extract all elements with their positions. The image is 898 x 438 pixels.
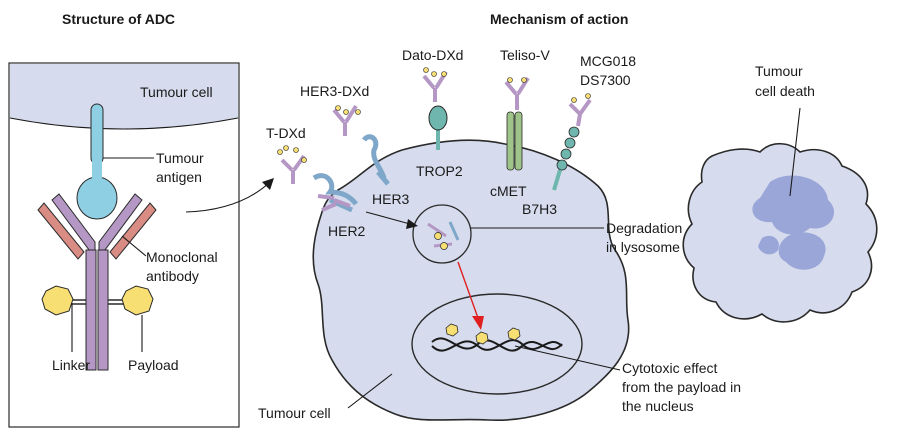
mcg018-label: MCG018 [580,53,636,69]
antigen-label-2: antigen [156,169,202,185]
t-dxd-label: T-DXd [266,125,306,141]
teliso-v-adc [504,76,530,110]
death-label-2: cell death [755,83,815,99]
antibody-leader-line [121,235,147,257]
tumour-cell-membrane [9,117,239,130]
dna-strand-2 [431,339,563,352]
death-leader-line [789,107,801,197]
dato-dxd-label: Dato-DXd [402,47,463,63]
cytotoxic-label-1: Cytotoxic effect [622,360,718,376]
cytotoxic-label-2: from the payload in [622,379,741,395]
death-fragment-1 [752,175,835,235]
cytotoxic-leader-line [514,345,621,371]
tumour-cell [312,139,630,422]
t-dxd-bound [317,194,351,212]
her3-dxd-adc [332,104,361,136]
degradation-label-1: Degradation [606,220,682,236]
internalisation-arrowhead [406,219,418,229]
antibody-label-1: Monoclonal [146,249,218,265]
death-fragment-2 [778,232,826,270]
cmet-receptor [506,111,523,171]
b7h3-receptor [552,126,580,191]
her3-dxd-label: HER3-DXd [300,83,369,99]
her3-label: HER3 [372,191,410,207]
tumour-antigen [76,103,118,220]
her3-receptor [362,134,390,186]
lysosome-contents [427,221,460,250]
payload-left [41,285,74,316]
cytotoxic-label-3: the nucleus [622,398,694,414]
structure-to-mechanism-arrow [185,181,271,213]
structure-heading: Structure of ADC [62,11,175,27]
structure-panel: Tumour cell Tumour antigen [8,62,240,428]
tumour-cell-label: Tumour cell [258,405,331,421]
mechanism-heading: Mechanism of action [490,11,628,27]
tumour-cell-region [10,64,238,129]
payload-dna-2 [475,331,489,345]
cmet-label: cMET [490,183,527,199]
payload-right [121,285,154,316]
death-fragment-3 [758,235,779,255]
monoclonal-antibody [37,193,157,371]
teliso-v-label: Teliso-V [500,47,550,63]
red-arrow-line [457,261,479,319]
trop2-label: TROP2 [416,163,463,179]
b7h3-label: B7H3 [522,201,557,217]
antigen-label-1: Tumour [156,150,204,166]
trop2-receptor [428,105,448,150]
degradation-label-2: in lysosome [606,239,680,255]
payload-dna-1 [445,323,459,337]
antibody-label-2: antibody [146,268,199,284]
death-label-1: Tumour [755,63,803,79]
mcg018-adc [568,93,592,127]
her2-label: HER2 [328,223,366,239]
tumour-cell-leader-line [347,373,393,409]
ds7300-label: DS7300 [580,72,631,88]
dying-tumour-cell [682,142,878,323]
arrowhead [262,178,274,190]
internalisation-arrow [365,211,411,225]
payload-dna-3 [507,327,521,341]
linker-label: Linker [52,357,90,373]
structure-tumour-cell-label: Tumour cell [140,84,213,100]
dato-dxd-adc [422,67,448,102]
red-arrowhead [472,316,484,330]
payload-label: Payload [128,357,179,373]
t-dxd-adc [277,145,307,184]
